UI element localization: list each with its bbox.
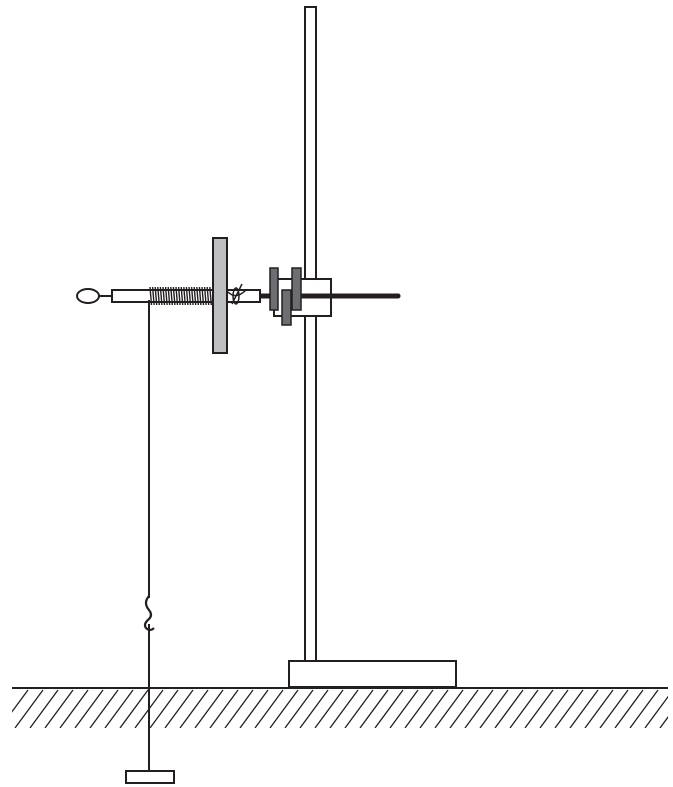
- ring-handle: [76, 288, 100, 304]
- hatch-line: [434, 689, 464, 728]
- ground-hatching: [12, 689, 668, 728]
- hatch-line: [269, 689, 299, 728]
- spring-turn: [151, 286, 155, 306]
- spring-turn: [209, 286, 212, 306]
- hatch-line: [614, 689, 644, 728]
- spring-turn: [162, 286, 166, 306]
- hatch-line: [389, 689, 419, 728]
- spring-turn: [190, 286, 194, 306]
- spring-turn: [154, 286, 158, 306]
- knot-fastener: [227, 283, 247, 305]
- hatch-line: [44, 689, 74, 728]
- hatch-line: [644, 695, 668, 728]
- spring-turn: [164, 286, 168, 306]
- hatch-line: [374, 689, 404, 728]
- spring-turn: [203, 286, 207, 306]
- spring-turn: [188, 286, 192, 306]
- spring-turn: [167, 286, 171, 306]
- hatch-line: [119, 689, 149, 728]
- hatch-line: [314, 689, 344, 728]
- hatch-line: [359, 689, 389, 728]
- hatch-line: [329, 689, 359, 728]
- hatch-line: [629, 689, 659, 728]
- vertical-rod: [304, 6, 317, 663]
- spring-turn: [206, 286, 210, 306]
- hatch-line: [449, 689, 479, 728]
- hatch-line: [29, 689, 59, 728]
- hatch-line: [584, 689, 614, 728]
- hatch-line: [419, 689, 449, 728]
- spring-turn: [196, 286, 199, 306]
- stand-base: [288, 660, 457, 688]
- hatch-line: [509, 689, 539, 728]
- spring-turn: [172, 286, 176, 306]
- hatch-line: [59, 689, 89, 728]
- hatch-line: [104, 689, 134, 728]
- hatch-line: [554, 689, 584, 728]
- hatch-line: [239, 689, 269, 728]
- spring-turn: [180, 286, 184, 306]
- hatch-line: [209, 689, 239, 728]
- clamp-jaw-left: [269, 267, 279, 311]
- hatch-line: [524, 689, 554, 728]
- spring-turn: [201, 286, 205, 306]
- hatch-line: [494, 689, 524, 728]
- hatch-line: [74, 689, 104, 728]
- hatch-line: [659, 716, 668, 728]
- hatch-line: [12, 689, 29, 713]
- hatch-line: [569, 689, 599, 728]
- spring-turn: [170, 286, 173, 306]
- ground: [12, 687, 668, 728]
- hatch-line: [464, 689, 494, 728]
- hatch-line: [164, 689, 194, 728]
- hatch-line: [149, 689, 179, 728]
- spring-turn: [193, 286, 197, 306]
- spring-turn: [185, 286, 189, 306]
- hatch-line: [224, 689, 254, 728]
- spring-turn: [177, 286, 181, 306]
- clamp-jaw-middle: [281, 289, 292, 326]
- spring-turn: [183, 286, 186, 306]
- hatch-line: [299, 689, 329, 728]
- clamp-jaws: [269, 267, 302, 326]
- spring-turn: [157, 286, 160, 306]
- hatch-line: [194, 689, 224, 728]
- hatch-line: [344, 689, 374, 728]
- hatch-line: [479, 689, 509, 728]
- spring-turn: [175, 286, 179, 306]
- hanging-weight: [125, 770, 175, 784]
- spring-turn: [198, 286, 202, 306]
- hatch-line: [599, 689, 629, 728]
- hatch-line: [89, 689, 119, 728]
- spring-turn: [159, 286, 163, 306]
- disk-plate: [212, 237, 228, 354]
- hatch-line: [404, 689, 434, 728]
- spring-turn: [149, 286, 153, 306]
- spring-coil: [149, 286, 212, 306]
- clamp-jaw-right: [291, 267, 302, 311]
- hatch-line: [179, 689, 209, 728]
- hatch-line: [254, 689, 284, 728]
- hatch-line: [14, 689, 44, 728]
- hatch-line: [539, 689, 569, 728]
- hatch-line: [284, 689, 314, 728]
